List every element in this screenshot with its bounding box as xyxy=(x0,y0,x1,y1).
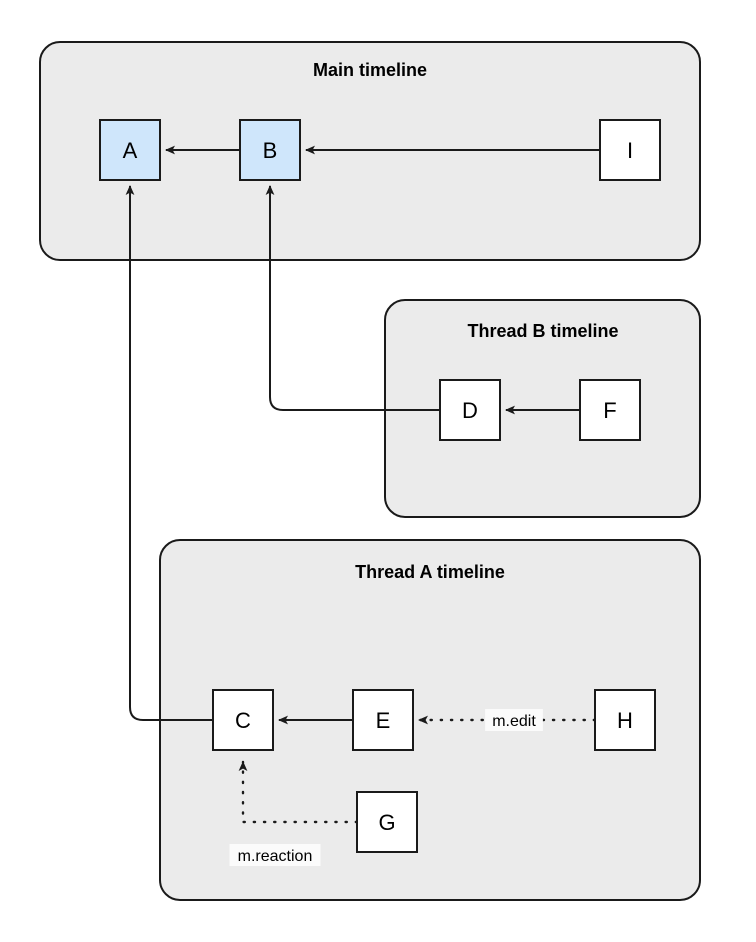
event-node-F[interactable]: F xyxy=(579,379,641,441)
edge-label-G-to-C: m.reaction xyxy=(229,844,321,866)
event-node-label: C xyxy=(235,708,251,733)
edge-label-text: m.edit xyxy=(492,713,536,730)
event-node-label: F xyxy=(603,398,616,423)
edge-D-to-B xyxy=(265,185,440,411)
event-node-label: B xyxy=(263,138,278,163)
event-node-A[interactable]: A xyxy=(99,119,161,181)
edge-C-to-A xyxy=(125,185,213,721)
edge-label-background xyxy=(229,844,321,866)
timeline-group-title: Thread A timeline xyxy=(355,562,505,582)
timeline-group-title: Thread B timeline xyxy=(467,321,618,341)
event-node-box[interactable] xyxy=(594,689,656,751)
nodes-layer: A B I D F C E H G xyxy=(99,119,661,853)
timeline-group-threadB: Thread B timeline xyxy=(384,299,701,518)
event-node-label: D xyxy=(462,398,478,423)
edge-labels-layer: m.edit m.reaction xyxy=(229,709,543,866)
event-node-label: G xyxy=(378,810,395,835)
event-node-box[interactable] xyxy=(579,379,641,441)
event-node-B[interactable]: B xyxy=(239,119,301,181)
edges-layer xyxy=(125,145,600,824)
event-node-label: A xyxy=(123,138,138,163)
edge-label-background xyxy=(485,709,543,731)
timeline-group-box xyxy=(384,299,701,518)
event-node-box[interactable] xyxy=(239,119,301,181)
edge-label-H-to-E: m.edit xyxy=(485,709,543,731)
event-node-label: E xyxy=(376,708,391,733)
event-node-box[interactable] xyxy=(212,689,274,751)
event-node-C[interactable]: C xyxy=(212,689,274,751)
timeline-group-title: Main timeline xyxy=(313,60,427,80)
event-node-box[interactable] xyxy=(99,119,161,181)
event-node-H[interactable]: H xyxy=(594,689,656,751)
event-node-E[interactable]: E xyxy=(352,689,414,751)
event-node-G[interactable]: G xyxy=(356,791,418,853)
event-node-box[interactable] xyxy=(599,119,661,181)
event-node-label: I xyxy=(627,138,633,163)
event-node-box[interactable] xyxy=(439,379,501,441)
event-node-box[interactable] xyxy=(352,689,414,751)
event-node-I[interactable]: I xyxy=(599,119,661,181)
edge-label-text: m.reaction xyxy=(238,848,313,865)
event-node-box[interactable] xyxy=(356,791,418,853)
event-node-D[interactable]: D xyxy=(439,379,501,441)
edge-G-to-C xyxy=(238,760,359,824)
event-node-label: H xyxy=(617,708,633,733)
